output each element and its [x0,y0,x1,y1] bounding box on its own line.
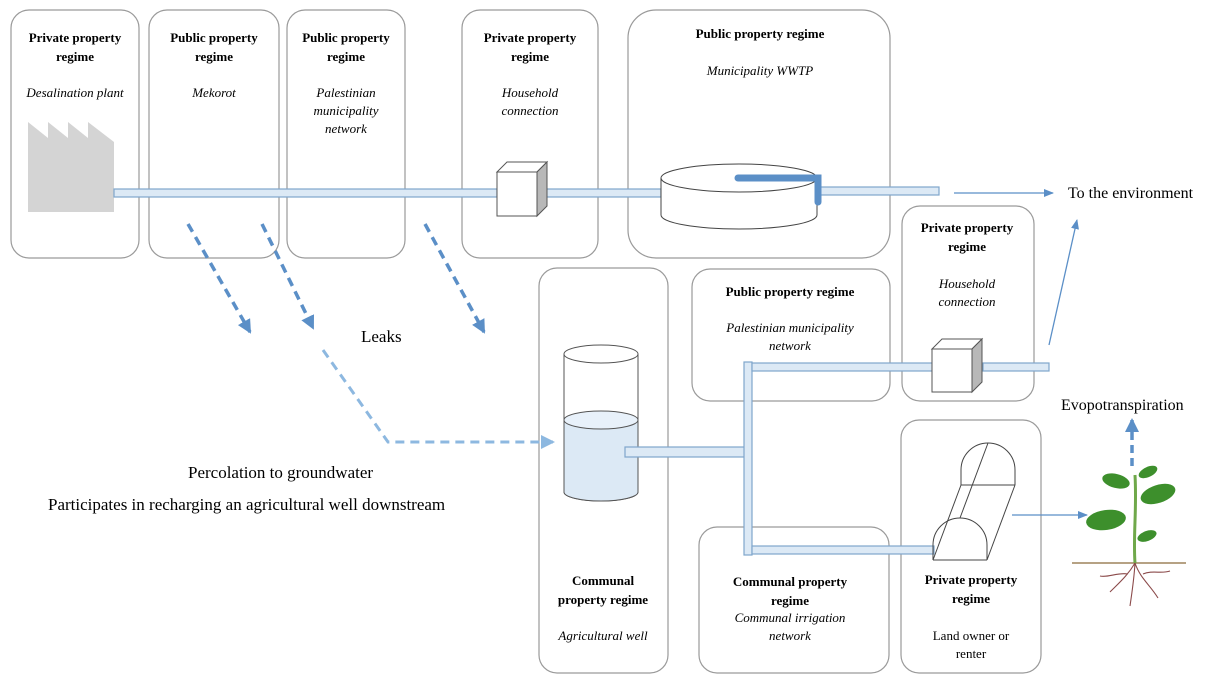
regime-text-mekorot: Public property regime Mekorot [170,30,258,100]
regime-box-irrigation [698,526,890,674]
pipe-household-right-outlet [982,362,1050,372]
regime-subtitle: Household [501,85,559,100]
label-leaks: Leaks [361,327,402,346]
factory-icon [28,122,114,212]
regime-subtitle: network [769,628,811,643]
regime-title-line: Communal [572,573,635,588]
regime-text-landowner: Private property regime Land owner or re… [925,572,1018,661]
regime-title-line: Public property regime [696,26,825,41]
regime-title-line: Communal property [733,574,848,589]
label-percolation-line2: Participates in recharging an agricultur… [48,495,445,514]
regime-title-line: regime [195,49,233,64]
regime-subtitle: Household [938,276,996,291]
regime-title-line: Public property [170,30,258,45]
regime-title-line: property regime [558,592,648,607]
wwtp-tank-icon [660,163,822,230]
regime-text-irrigation: Communal property regime Communal irriga… [733,574,848,643]
regime-title-line: Private property [921,220,1014,235]
pipe-wwtp-outlet [815,186,940,196]
regime-text-household-top: Private property regime Household connec… [484,30,577,118]
regime-subtitle: Desalination plant [25,85,124,100]
leak-arrow [260,223,315,330]
pipe-well-outlet [624,446,749,458]
regime-subtitle: Municipality WWTP [706,63,814,78]
regime-box-household-top [461,9,599,259]
pipe-household-to-wwtp [543,188,662,198]
regime-title-line: Private property [925,572,1018,587]
regime-subtitle: connection [501,103,558,118]
regime-subtitle: Communal irrigation [735,610,846,625]
regime-subtitle: network [325,121,367,136]
pipe-main-top [113,188,498,198]
regime-title-line: regime [511,49,549,64]
regime-subtitle: renter [956,646,987,661]
regime-title-line: Public property [302,30,390,45]
regime-subtitle: Agricultural well [557,628,648,643]
regime-title-line: Public property regime [726,284,855,299]
label-to-environment: To the environment [1068,185,1194,202]
regime-box-mekorot [148,9,280,259]
regime-title-line: regime [327,49,365,64]
regime-text-wwtp: Public property regime Municipality WWTP [696,26,825,78]
label-evapotranspiration: Evopotranspiration [1061,397,1184,414]
arrow-household-to-environment [1048,219,1079,346]
regime-subtitle: Palestinian municipality [725,320,854,335]
regime-subtitle: Mekorot [191,85,236,100]
regime-title-line: Private property [29,30,122,45]
regime-subtitle: connection [938,294,995,309]
regime-subtitle: network [769,338,811,353]
regime-text-palestinian-net-top: Public property regime Palestinian munic… [302,30,390,136]
regime-text-desalination: Private property regime Desalination pla… [25,30,124,100]
regime-title-line: regime [952,591,990,606]
leak-arrow [423,223,486,334]
greenhouse-icon [932,442,1016,561]
regime-title-line: Private property [484,30,577,45]
plant-icon [1072,465,1186,607]
pipe-to-household-right [751,362,935,372]
label-percolation-line1: Percolation to groundwater [188,463,373,482]
regime-subtitle: municipality [314,103,379,118]
regime-title-line: regime [771,593,809,608]
percolation-arrow [321,349,555,449]
regime-text-household-right: Private property regime Household connec… [921,220,1014,309]
regime-subtitle: Land owner or [933,628,1010,643]
pipe-vertical-trunk [743,361,753,556]
leak-arrow [186,223,252,334]
cube-icon [930,337,984,394]
cube-icon [495,160,549,218]
well-tank-icon [563,344,639,502]
regime-text-palestinian-net-mid: Public property regime Palestinian munic… [725,284,854,353]
regime-title-line: regime [56,49,94,64]
regime-text-agri-well: Communal property regime Agricultural we… [557,573,648,643]
regime-title-line: regime [948,239,986,254]
regime-subtitle: Palestinian [315,85,375,100]
pipe-to-greenhouse [751,545,935,555]
